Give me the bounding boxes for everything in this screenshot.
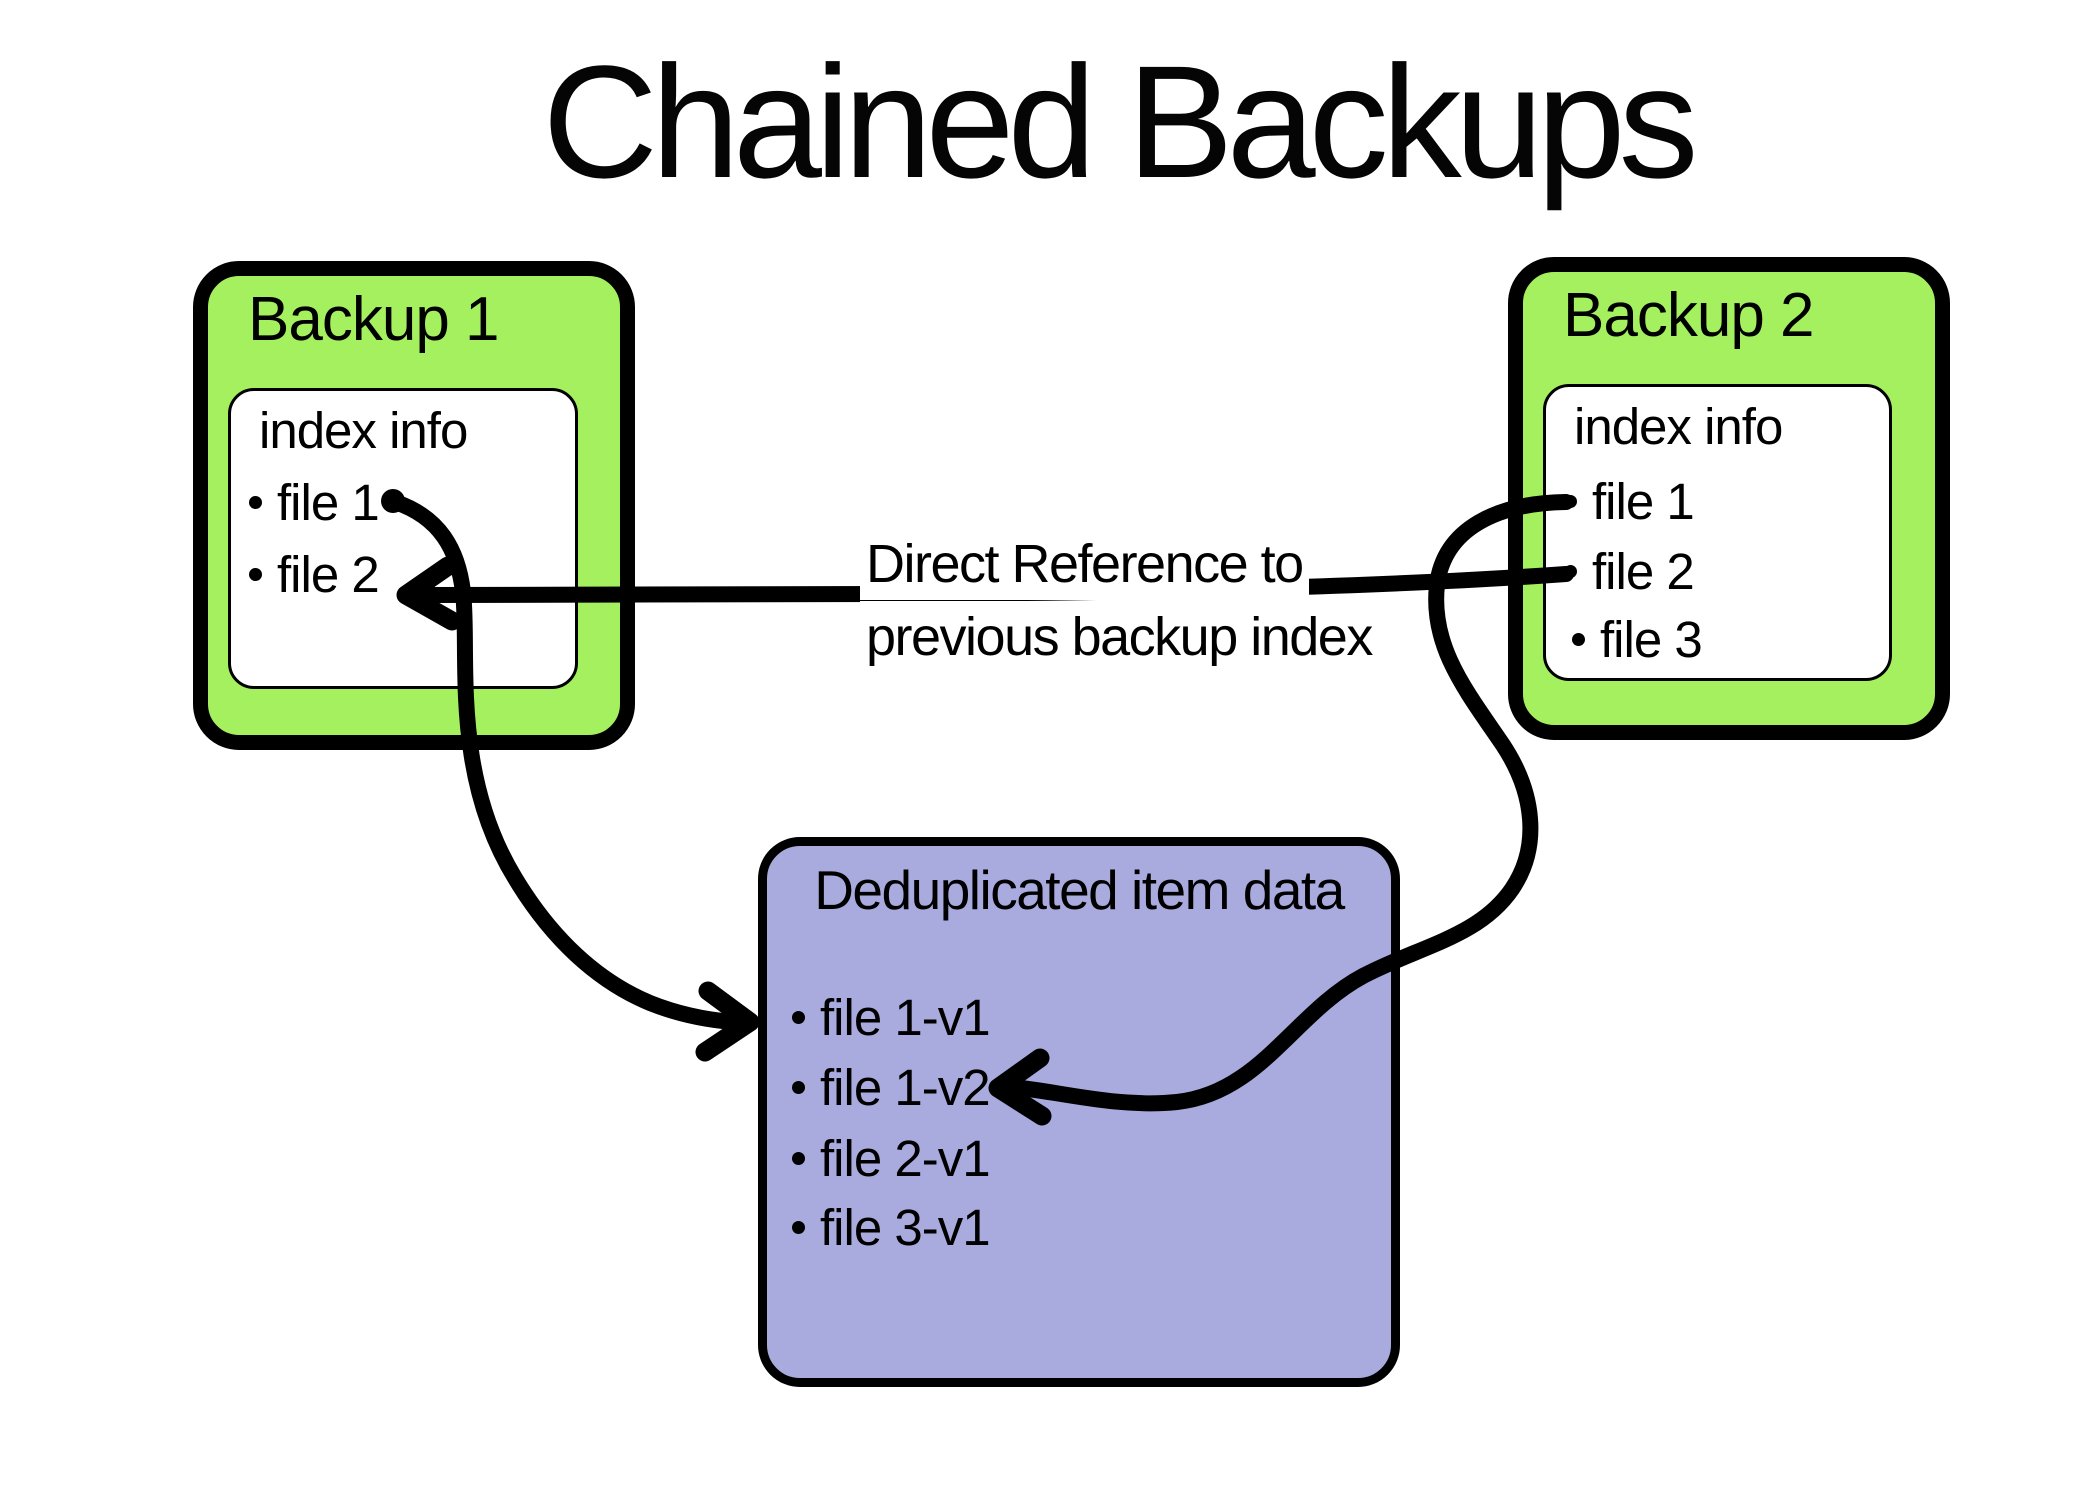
dedup-file2v1-row: file 2-v1 — [792, 1123, 991, 1193]
backup2-file1-label: file 1 — [1592, 472, 1695, 530]
bullet-icon — [1564, 494, 1577, 508]
direct-reference-label-line2: previous backup index — [860, 601, 1378, 673]
dedup-file1v1-label: file 1-v1 — [820, 988, 991, 1046]
dedup-file1v2-row: file 1-v2 — [792, 1052, 991, 1122]
dedup-file3v1-label: file 3-v1 — [820, 1198, 991, 1256]
backup2-file2-row: file 2 — [1564, 536, 1695, 606]
bullet-icon — [1564, 564, 1577, 578]
direct-reference-label: Direct Reference to — [860, 528, 1309, 600]
bullet-icon — [249, 495, 262, 509]
backup2-file3-label: file 3 — [1600, 610, 1703, 668]
backup2-file1-row: file 1 — [1564, 466, 1695, 536]
dedup-file1v2-label: file 1-v2 — [820, 1058, 991, 1116]
backup1-file1-label: file 1 — [277, 473, 380, 531]
backup2-title: Backup 2 — [1563, 281, 1815, 350]
backup1-file2-label: file 2 — [277, 545, 380, 603]
backup1-index-box: index info file 1 file 2 — [228, 388, 578, 689]
bullet-icon — [792, 1151, 805, 1165]
direct-reference-line1: Direct Reference to — [860, 528, 1309, 600]
backup2-file3-row: file 3 — [1572, 604, 1703, 674]
backup2-index-box: index info file 1 file 2 file 3 — [1543, 384, 1892, 681]
backup1-box: Backup 1 index info file 1 file 2 — [193, 261, 635, 750]
backup1-file1-row: file 1 — [249, 467, 380, 537]
dedup-file3v1-row: file 3-v1 — [792, 1192, 991, 1262]
bullet-icon — [792, 1220, 805, 1234]
dedup-file1v1-row: file 1-v1 — [792, 982, 991, 1052]
backup2-file2-label: file 2 — [1592, 542, 1695, 600]
direct-reference-line2: previous backup index — [860, 601, 1378, 673]
backup2-index-title: index info — [1574, 398, 1783, 455]
backup1-index-title: index info — [259, 402, 468, 459]
backup1-title: Backup 1 — [248, 285, 500, 354]
page-title: Chained Backups — [542, 32, 1698, 211]
bullet-icon — [792, 1080, 805, 1094]
bullet-icon — [249, 567, 262, 581]
bullet-icon — [792, 1010, 805, 1024]
bullet-icon — [1572, 632, 1585, 646]
backup2-box: Backup 2 index info file 1 file 2 file 3 — [1508, 257, 1950, 740]
dedup-title: Deduplicated item data — [814, 859, 1345, 921]
backup1-file2-row: file 2 — [249, 539, 380, 609]
dedup-box: Deduplicated item data file 1-v1 file 1-… — [758, 837, 1400, 1387]
dedup-file2v1-label: file 2-v1 — [820, 1129, 991, 1187]
